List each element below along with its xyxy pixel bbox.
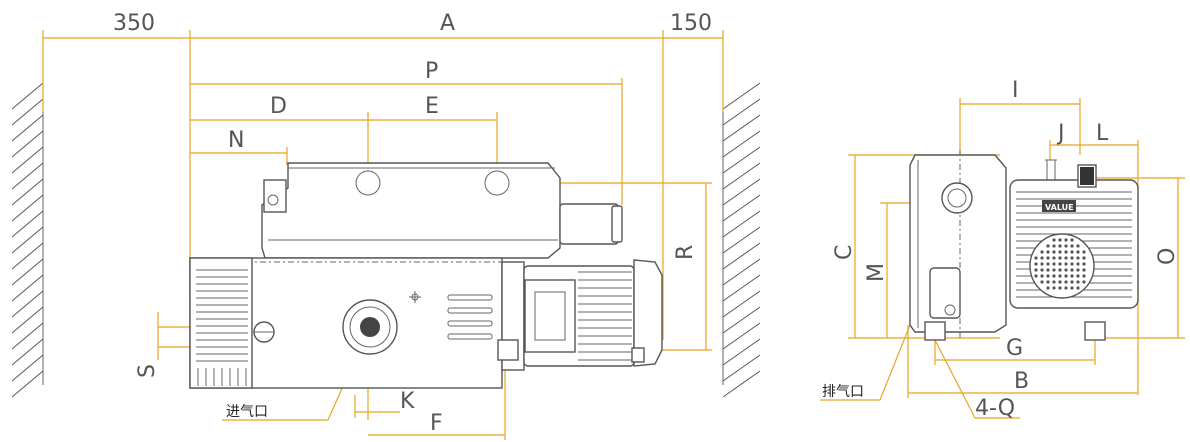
dim-j-label: J [1056,121,1065,146]
cooling-fins [189,257,253,389]
dim-b-label: B [1014,369,1029,394]
pump-front-view: VALUE [909,150,1139,341]
dim-150-label: 150 [670,11,712,36]
front-foot-left [924,321,946,341]
exhaust-port [941,182,973,214]
motor-fan-cover [633,259,663,367]
dim-l-label: L [1096,121,1109,146]
dim-e-label: E [425,94,439,119]
oil-mist-cover [261,162,561,259]
right-wall-hatching [722,82,761,398]
dim-i-label: I [1012,78,1019,103]
left-wall-hatching [11,82,44,398]
dim-f-label: F [430,411,443,436]
dim-a-label: A [440,11,455,36]
dim-c-label: C [832,245,857,260]
dim-m-label: M [864,263,889,282]
terminal-box [524,279,576,353]
front-foot-right [1084,321,1106,341]
dim-350-label: 350 [113,11,155,36]
fan-grille [1029,233,1095,299]
dim-k-label: K [400,389,415,414]
inlet-port [360,317,380,337]
dim-g-label: G [1006,336,1023,361]
dim-p-label: P [425,59,438,84]
dim-d-label: D [270,94,287,119]
brand-plate [1042,200,1076,212]
cover-clamp [263,179,287,213]
dim-o-label: O [1155,248,1180,265]
exhaust-pipe [559,203,619,245]
mount-foot [497,339,519,361]
dim-r-label: R [673,245,698,260]
dim-s-label: S [135,364,160,378]
dim-n-label: N [228,128,244,153]
inlet-label: 进气口 [226,404,268,420]
dim-4q-label: 4-Q [975,396,1015,421]
exhaust-label: 排气口 [822,384,864,400]
pump-side-view [189,162,663,389]
brand-text: VALUE [1045,203,1074,212]
